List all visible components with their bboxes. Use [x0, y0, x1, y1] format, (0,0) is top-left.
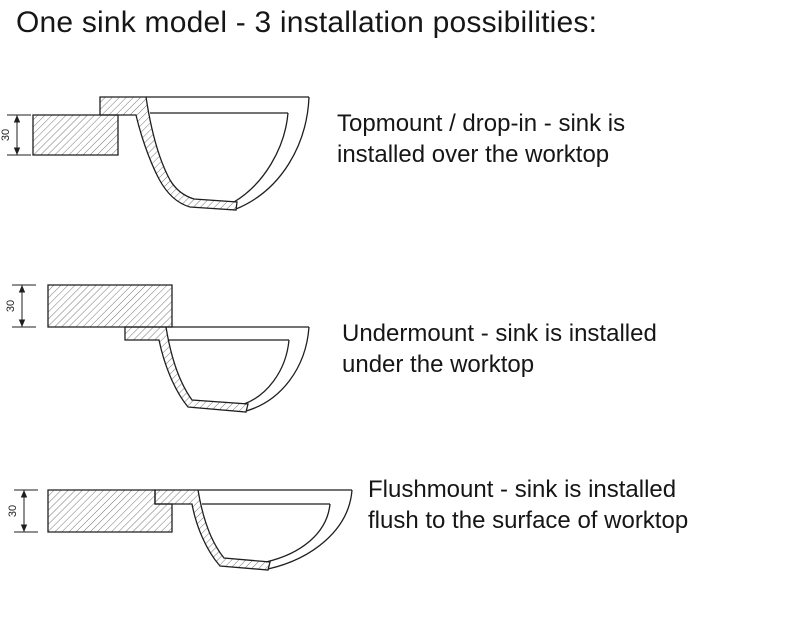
sink-bowl-outline [198, 489, 353, 570]
dimension-arrow-down [13, 147, 21, 155]
worktop-cross-section [47, 284, 173, 328]
sink-bowl-outline [166, 326, 310, 412]
sink-cross-section [154, 489, 271, 571]
sink-cross-section [124, 326, 249, 413]
dimension-arrow-up [18, 285, 26, 293]
dimension-label: 30 [7, 505, 19, 517]
flushmount-caption-line1: Flushmount - sink is installed [368, 476, 677, 503]
topmount-caption: Topmount / drop-in - sink is installed o… [337, 108, 625, 170]
dimension-arrow-down [18, 319, 26, 327]
flushmount-drawing: 30 [7, 489, 353, 571]
dimension-label: 30 [5, 300, 17, 312]
topmount-drawing: 30 [0, 96, 310, 211]
dimension-30mm: 30 [5, 284, 36, 328]
undermount-caption-line1: Undermount - sink is installed [342, 320, 657, 347]
flushmount-caption-line2: flush to the surface of worktop [368, 507, 689, 534]
undermount-drawing: 30 [5, 284, 310, 413]
dimension-label: 30 [0, 129, 12, 141]
topmount-caption-line1: Topmount / drop-in - sink is [337, 110, 626, 137]
page-title: One sink model - 3 installation possibil… [16, 6, 598, 39]
topmount-caption-line2: installed over the worktop [337, 141, 610, 168]
flushmount-caption: Flushmount - sink is installed flush to … [368, 474, 688, 536]
dimension-30mm: 30 [7, 489, 38, 533]
dimension-arrow-up [13, 115, 21, 123]
undermount-caption: Undermount - sink is installed under the… [342, 318, 657, 380]
undermount-caption-line2: under the worktop [342, 351, 535, 378]
dimension-arrow-up [20, 490, 28, 498]
worktop-cross-section [32, 114, 119, 156]
worktop-cross-section [47, 489, 173, 533]
sink-bowl-outline [146, 96, 310, 210]
dimension-30mm: 30 [0, 114, 31, 156]
sink-cross-section [99, 96, 238, 211]
dimension-arrow-down [20, 524, 28, 532]
